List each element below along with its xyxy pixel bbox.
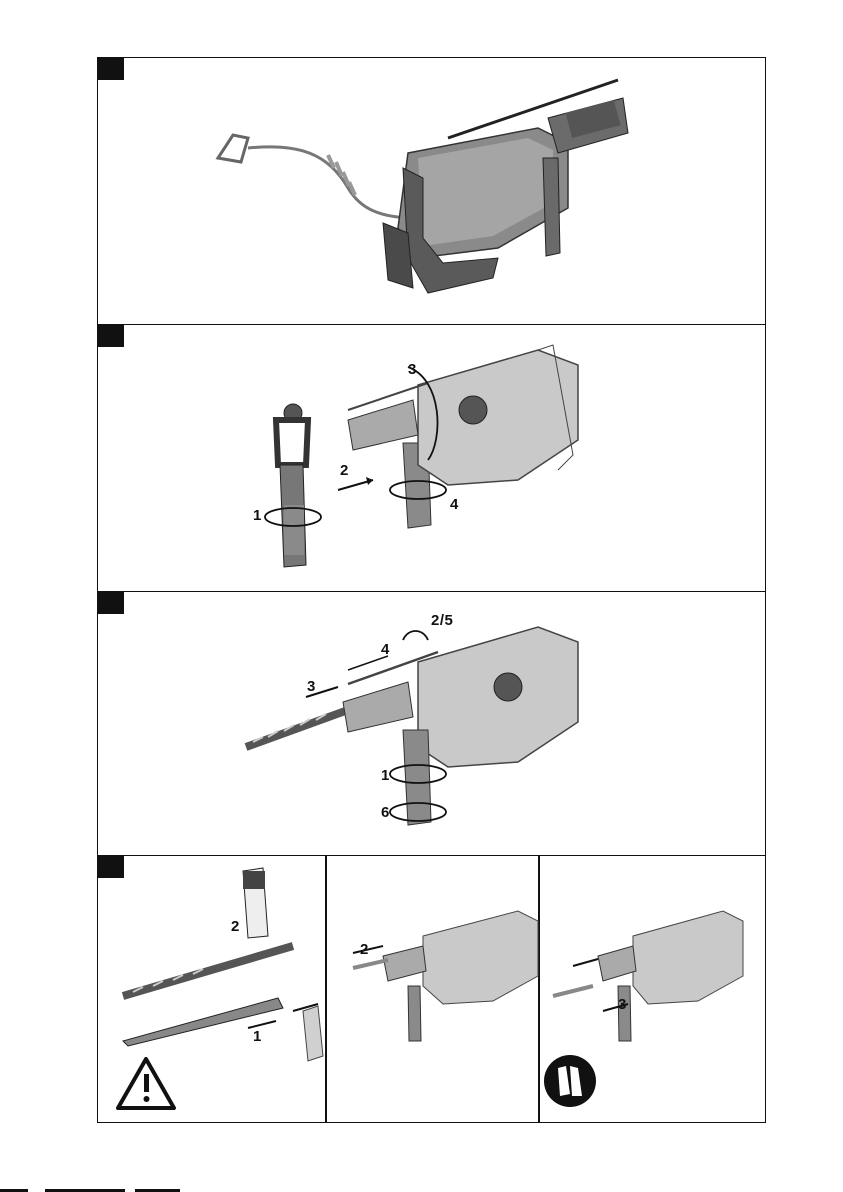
step-label: 6: [381, 804, 390, 821]
figure-panel-2: 3 2 4 1: [97, 324, 766, 592]
step-label: 1: [381, 767, 390, 784]
gloves-icon: [544, 1055, 596, 1107]
warning-triangle-icon: [118, 1059, 174, 1108]
side-handle-mounting-illustration: [98, 325, 767, 593]
depth-gauge-and-drill-bit-illustration: [98, 592, 767, 857]
step-label: 4: [450, 496, 459, 513]
carabiner-icon: [218, 135, 248, 162]
step-label: 2: [360, 941, 369, 958]
step-label: 2: [231, 918, 240, 935]
step-label: 3: [408, 361, 417, 378]
figure-panel-4: 2 1 2 3: [97, 855, 766, 1123]
step-label: 4: [381, 641, 390, 658]
figure-panel-3: 2/5 4 3 1 6: [97, 591, 766, 856]
step-label: 1: [253, 507, 262, 524]
step-label: 2: [340, 462, 349, 479]
bit-cleaning-and-insertion-illustration: [98, 856, 767, 1124]
figure-panel-1: [97, 57, 766, 325]
step-label: 1: [253, 1028, 262, 1045]
step-label: 3: [307, 678, 316, 695]
step-label: 2/5: [431, 612, 453, 629]
step-label: 3: [618, 996, 627, 1013]
hammer-drill-with-lanyard-illustration: [98, 58, 767, 326]
